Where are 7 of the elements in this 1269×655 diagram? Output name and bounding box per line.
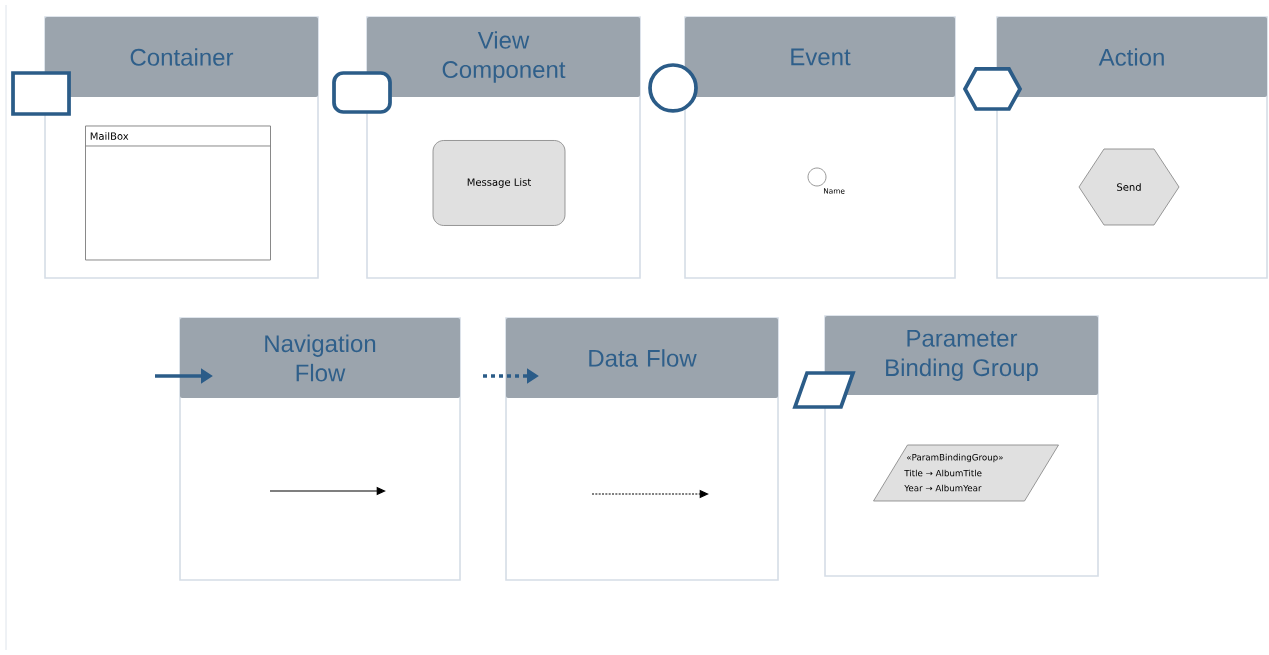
event-circle (807, 167, 827, 187)
card: Data Flow (505, 317, 779, 581)
container-box: MailBox (85, 125, 271, 261)
parameter-binding-box: «ParamBindingGroup» Title → AlbumTitle Year → AlbumYear (873, 444, 1059, 502)
card: Navigation Flow (179, 317, 461, 581)
action-hexagon: Send (1078, 148, 1180, 226)
view-component-box: Message List (432, 140, 566, 226)
